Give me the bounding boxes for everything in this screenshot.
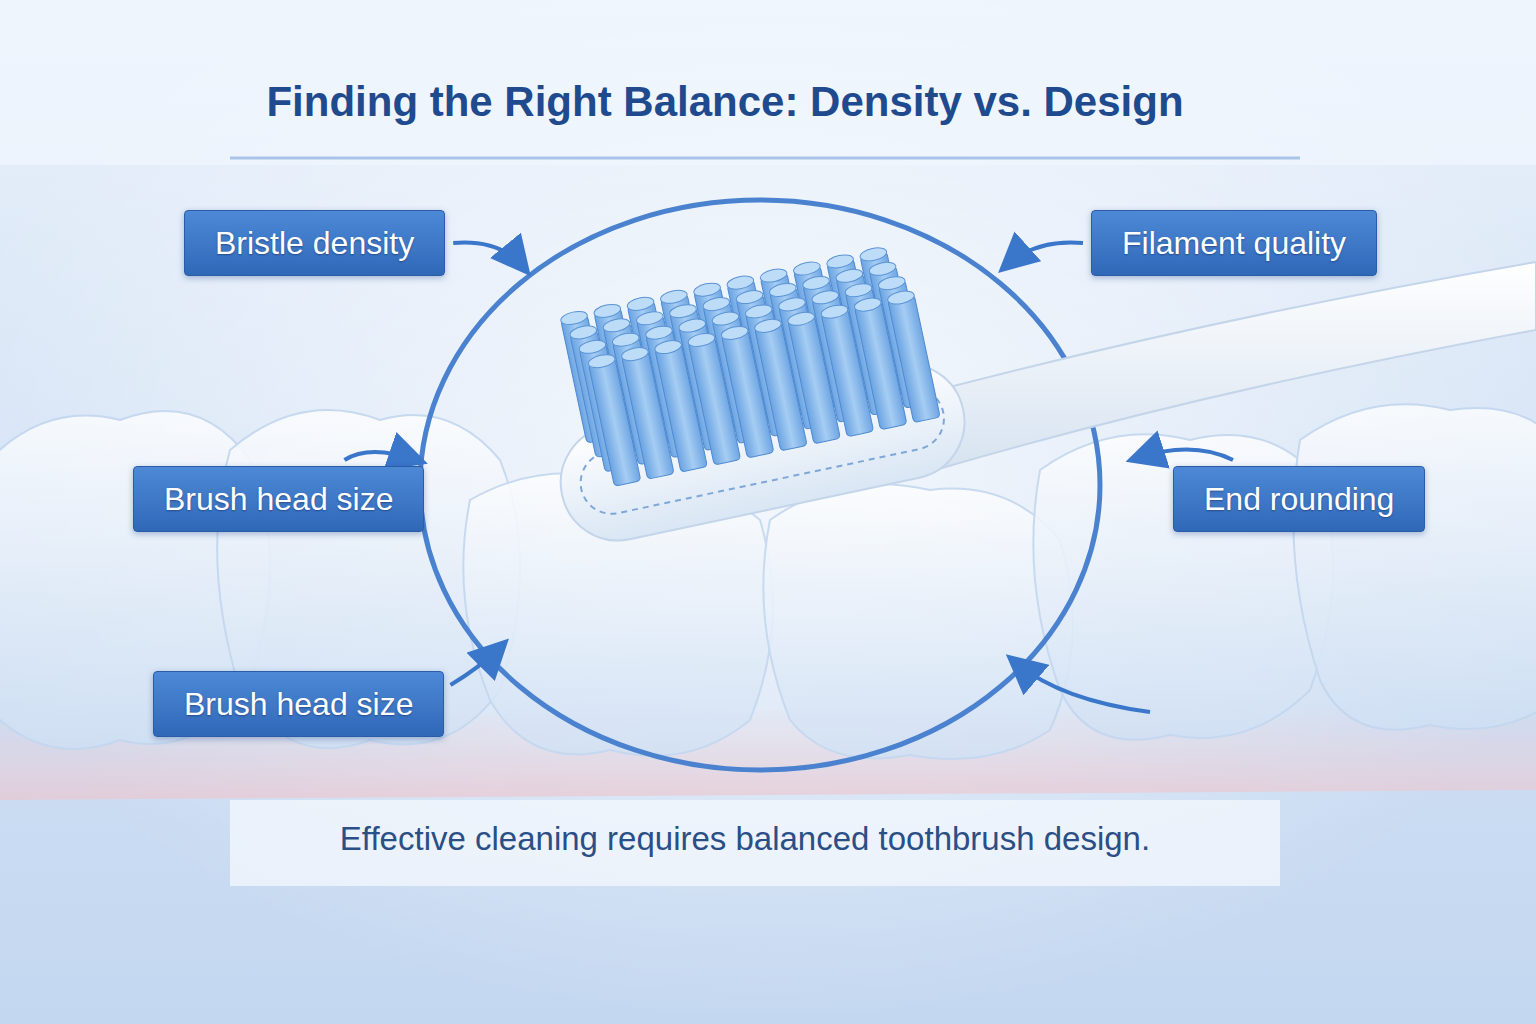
bristle-tip xyxy=(620,345,649,362)
bristle-tip xyxy=(654,338,683,355)
bristle-tip xyxy=(678,317,707,334)
leader-arrow xyxy=(1007,242,1083,265)
factor-box: Brush head size xyxy=(133,466,424,532)
bristle-tufts xyxy=(560,242,941,490)
bristle-tip xyxy=(787,310,816,327)
bristle-tip xyxy=(826,253,855,270)
leader-arrow xyxy=(1137,449,1233,460)
bristle-tip xyxy=(702,295,731,312)
leader-arrow xyxy=(344,452,416,460)
bristle-tip xyxy=(726,274,755,291)
bristle-tuft xyxy=(888,295,940,423)
balance-circle xyxy=(420,200,1100,770)
bristle-tip xyxy=(693,281,722,298)
bristle-tip xyxy=(853,296,882,313)
factor-label: Bristle density xyxy=(215,225,414,262)
bristle-tip xyxy=(578,338,607,355)
bristle-tip xyxy=(768,281,797,298)
bristle-tip xyxy=(669,303,698,320)
factor-box: End rounding xyxy=(1173,466,1425,532)
factor-box: Bristle density xyxy=(184,210,445,276)
bristle-tip xyxy=(735,288,764,305)
bristle-tip xyxy=(859,246,888,263)
bristle-tip xyxy=(720,324,749,341)
bristle-tip xyxy=(877,274,906,291)
bristle-tip xyxy=(778,296,807,313)
factor-label: Filament quality xyxy=(1122,225,1346,262)
bristle-tip xyxy=(626,295,655,312)
bristle-tip xyxy=(587,353,616,370)
bristle-tip xyxy=(645,324,674,341)
bristle-tip xyxy=(593,302,622,319)
bristle-tip xyxy=(569,324,598,341)
bristle-tip xyxy=(802,274,831,291)
bristle-tip xyxy=(744,303,773,320)
bristle-tip xyxy=(560,309,589,326)
factor-label: Brush head size xyxy=(164,481,393,518)
bristle-tip xyxy=(759,267,788,284)
toothbrush-head xyxy=(525,237,975,551)
bristle-tip xyxy=(887,289,916,306)
leader-arrow xyxy=(453,243,523,268)
bristle-tip xyxy=(602,317,631,334)
factor-box: Brush head size xyxy=(153,671,444,737)
leader-arrow xyxy=(450,647,500,685)
title-band xyxy=(0,0,1536,165)
tooth xyxy=(1293,404,1536,729)
bristle-tip xyxy=(792,260,821,277)
bristle-tip xyxy=(635,310,664,327)
diagram-caption: Effective cleaning requires balanced too… xyxy=(0,820,1490,858)
leader-arrow xyxy=(1015,662,1150,712)
bristle-tip xyxy=(835,267,864,284)
bristle-tip xyxy=(687,331,716,348)
factor-label: End rounding xyxy=(1204,481,1394,518)
toothbrush-handle xyxy=(900,262,1536,470)
factor-box: Filament quality xyxy=(1091,210,1377,276)
title-rule xyxy=(230,157,1300,160)
factor-label: Brush head size xyxy=(184,686,413,723)
tooth xyxy=(763,484,1073,759)
bristle-tip xyxy=(811,289,840,306)
bristle-tip xyxy=(659,288,688,305)
bristle-tip xyxy=(844,282,873,299)
bristle-tip xyxy=(611,331,640,348)
bristle-tip xyxy=(868,260,897,277)
toothbrush xyxy=(525,237,1536,551)
bristle-tip xyxy=(753,317,782,334)
diagram-title: Finding the Right Balance: Density vs. D… xyxy=(0,78,1450,126)
bristle-tip xyxy=(711,310,740,327)
bristle-tip xyxy=(820,303,849,320)
